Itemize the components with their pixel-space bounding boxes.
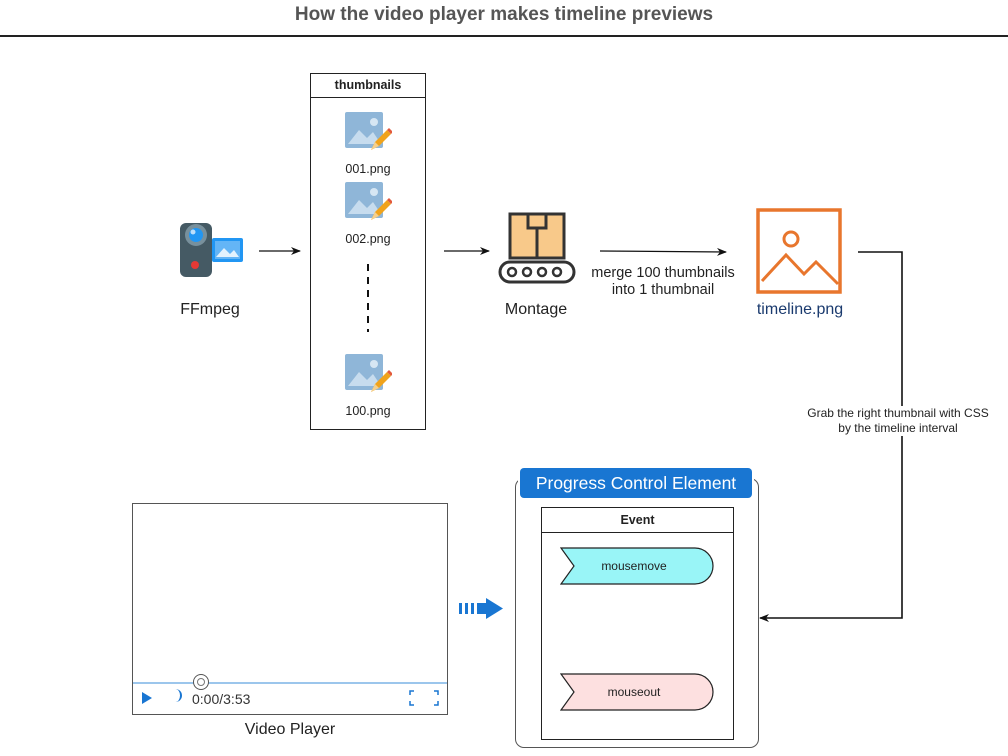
image-edit-icon xyxy=(344,180,393,231)
video-player-frame xyxy=(132,503,448,715)
timeline-label: timeline.png xyxy=(756,301,844,318)
volume-icon[interactable] xyxy=(174,689,182,702)
ffmpeg-label: FFmpeg xyxy=(180,301,240,318)
event-header: Event xyxy=(542,508,733,533)
montage-label: Montage xyxy=(504,301,568,318)
fullscreen-icon[interactable] xyxy=(409,690,439,706)
thumbnail-label: 002.png xyxy=(345,232,391,246)
time-display: 0:00/3:53 xyxy=(192,691,251,707)
image-edit-icon xyxy=(344,110,393,161)
progress-handle[interactable] xyxy=(193,674,209,690)
grab-line-1: Grab the right thumbnail with CSS xyxy=(807,406,989,420)
grab-line-2: by the timeline interval xyxy=(838,421,958,435)
progress-control-header: Progress Control Element xyxy=(520,468,752,498)
image-edit-icon xyxy=(344,352,393,403)
video-camera-icon xyxy=(177,219,245,286)
title-divider xyxy=(0,35,1008,37)
thumbnail-label: 100.png xyxy=(345,404,391,418)
conveyor-box-icon xyxy=(498,212,578,289)
merge-annotation: merge 100 thumbnails into 1 thumbnail xyxy=(577,265,749,299)
progress-bar[interactable] xyxy=(133,682,447,684)
merge-line-2: into 1 thumbnail xyxy=(611,282,715,298)
player-to-pce-arrow xyxy=(459,598,503,619)
play-icon[interactable] xyxy=(142,692,152,704)
mousemove-shape xyxy=(560,547,714,585)
diagram-title: How the video player makes timeline prev… xyxy=(294,4,714,25)
mousemove-label: mousemove xyxy=(601,559,667,573)
grab-annotation: Grab the right thumbnail with CSS by the… xyxy=(790,406,1006,436)
thumbnail-label: 001.png xyxy=(345,162,391,176)
thumbnails-box: thumbnails xyxy=(310,73,426,430)
merge-line-1: merge 100 thumbnails xyxy=(591,265,735,281)
image-icon xyxy=(756,208,844,299)
mouseout-shape xyxy=(560,673,714,711)
arrow-montage-to-timeline xyxy=(599,247,727,256)
thumbnails-header: thumbnails xyxy=(311,74,425,98)
mouseout-label: mouseout xyxy=(607,685,661,699)
video-player-label: Video Player xyxy=(244,721,336,738)
